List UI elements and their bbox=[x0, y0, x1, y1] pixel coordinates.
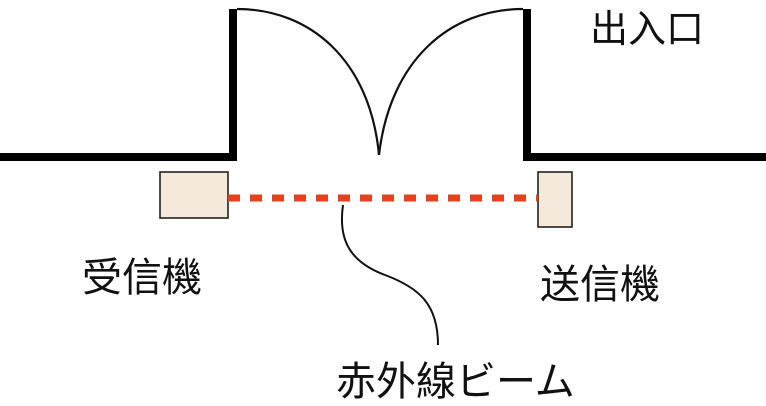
left-door-arc bbox=[236, 7, 381, 156]
transmitter-device bbox=[537, 171, 573, 228]
transmitter-label: 送信機 bbox=[540, 262, 660, 308]
right-door-arc bbox=[377, 7, 524, 156]
left-wall bbox=[0, 9, 237, 161]
receiver-label: 受信機 bbox=[82, 255, 202, 301]
right-wall bbox=[523, 9, 766, 161]
receiver-device bbox=[159, 171, 229, 219]
wall-outline bbox=[0, 9, 766, 161]
entrance-label: 出入口 bbox=[590, 7, 705, 51]
infrared-beam-label: 赤外線ビーム bbox=[336, 359, 575, 405]
beam-leader-line bbox=[341, 204, 439, 346]
door-swing-arcs bbox=[236, 7, 524, 156]
